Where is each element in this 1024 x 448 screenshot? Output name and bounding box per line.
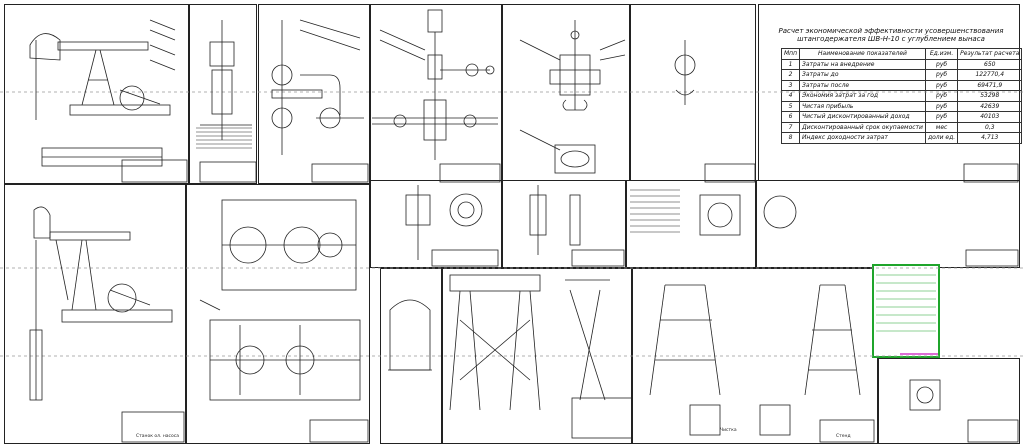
detail-d-drawing — [763, 195, 797, 229]
sheet-economic-efficiency: Расчет экономической эффективности усове… — [758, 4, 1023, 182]
economics-table: Мпп Наименование показателей Ед.изм. Рез… — [780, 48, 1023, 144]
economics-cell-unit: доли ед. — [924, 132, 959, 144]
pump-unit-drawing — [29, 206, 173, 401]
detail-a-drawing — [405, 185, 483, 260]
economics-cell-num: 8 — [780, 132, 801, 144]
sheet-gearbox — [186, 184, 370, 444]
stamp-text-s16: Стенд — [836, 433, 851, 439]
pump-jack-drawing-1 — [29, 19, 176, 167]
manifold-drawing — [271, 19, 364, 155]
sheet-specification-highlighted — [872, 264, 940, 358]
sheet-detail-b — [502, 180, 626, 268]
stand-frames-drawing — [649, 284, 861, 436]
stamp-text-s15: Станок ол. насоса — [136, 433, 179, 439]
sheet-detail-d — [756, 180, 1020, 268]
economics-cell-value: 4,713 — [957, 132, 1023, 144]
economics-title-line2: штангодержателя ШВ-Н-10 с углублением вы… — [797, 35, 985, 43]
wellhead-drawing — [372, 9, 498, 160]
sheet-rod-clamp — [189, 4, 257, 184]
rod-clamp-drawing — [196, 20, 252, 149]
detail-e-drawing — [909, 379, 941, 411]
sheet-detail-a — [370, 180, 502, 268]
detail-b-drawing — [529, 185, 581, 255]
tank-drawing — [388, 299, 432, 371]
sheet-stuffing-box — [502, 4, 630, 184]
sheet-wellhead-manifold — [258, 4, 370, 184]
economics-cell-num: 7 — [780, 121, 801, 133]
economics-cell-value: 0,3 — [957, 121, 1023, 133]
sheet-detail-e — [878, 358, 1020, 444]
gearbox-drawing — [199, 199, 361, 401]
economics-title: Расчет экономической эффективности усове… — [765, 27, 1017, 43]
sheet-wellhead-equipment — [370, 4, 502, 184]
sheet-pump-jack-assembly — [4, 4, 189, 184]
stuffing-box-drawing — [519, 20, 696, 174]
economics-cell-unit: мес — [924, 121, 959, 133]
detail-c-drawing — [630, 189, 741, 236]
economics-title-line1: Расчет экономической эффективности усове… — [778, 27, 1004, 35]
stamp-text-s7: Чистка — [720, 427, 737, 433]
derrick-drawing — [449, 274, 633, 439]
sheet-blank-grid — [630, 4, 756, 184]
